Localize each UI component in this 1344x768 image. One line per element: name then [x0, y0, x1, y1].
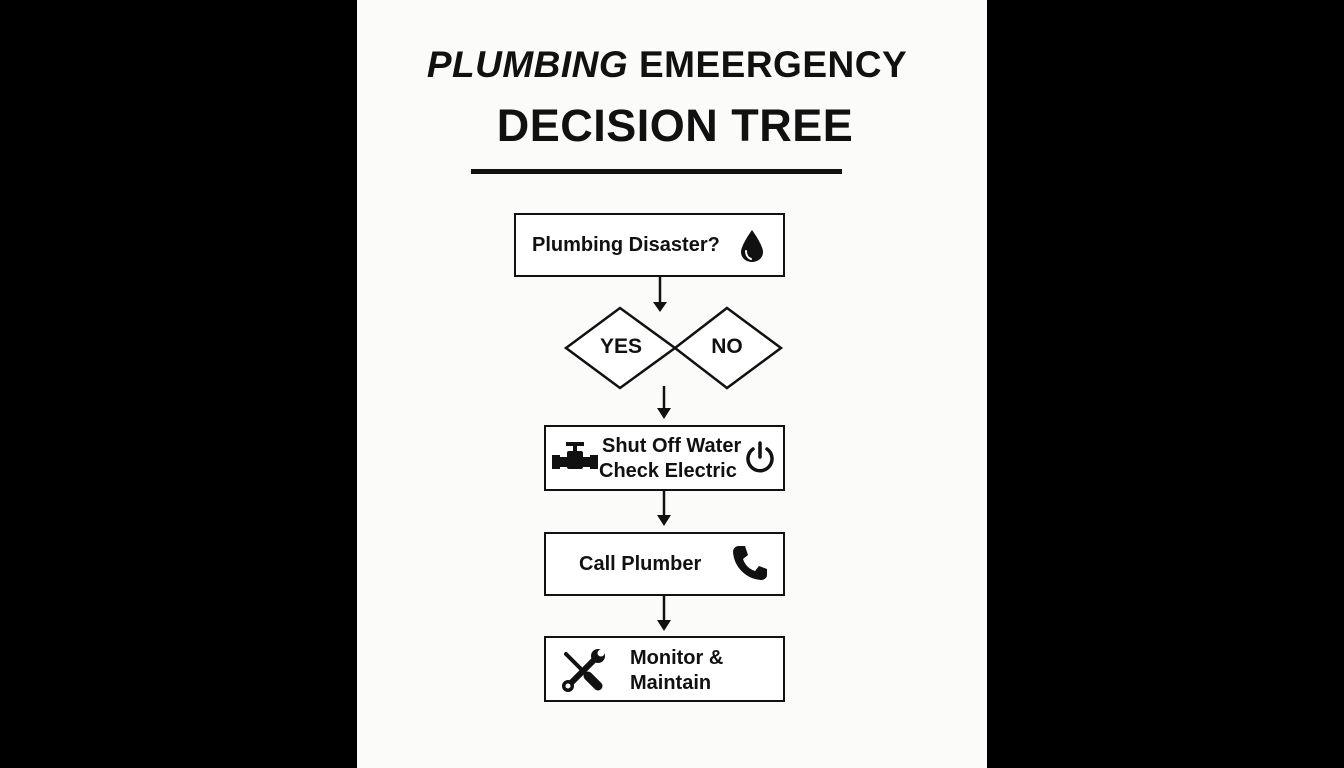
step-maintain-line2: Maintain: [630, 672, 712, 694]
step-shut-off-water: Shut Off Water Check Electric: [544, 425, 785, 491]
step-monitor-maintain: Monitor & Maintain: [544, 636, 785, 702]
step-call-plumber-label: Call Plumber: [579, 553, 702, 575]
arrowhead-4: [657, 620, 671, 631]
phone-icon: [733, 546, 767, 580]
decision-yes-label: YES: [599, 335, 643, 358]
step-shut-off-water-line1: Shut Off Water: [602, 435, 742, 457]
arrowhead-1: [653, 302, 667, 312]
start-node: Plumbing Disaster?: [514, 213, 785, 277]
arrowhead-2: [657, 408, 671, 419]
decision-yes-diamond: [563, 306, 678, 390]
step-monitor-line1: Monitor &: [630, 647, 724, 669]
arrowhead-3: [657, 515, 671, 526]
water-drop-icon: [741, 230, 763, 262]
wrench-screwdriver-icon: [562, 649, 605, 692]
power-icon: [746, 441, 774, 473]
step-call-plumber: Call Plumber: [544, 532, 785, 596]
title-line-1: PLUMBING EMEERGENCY: [357, 44, 987, 86]
title-italic-word: PLUMBING: [426, 44, 629, 85]
decision-no-label: NO: [711, 335, 743, 358]
decision-no-diamond: [672, 306, 784, 390]
title-underline: [471, 169, 842, 174]
title-rest: EMEERGENCY: [628, 44, 908, 85]
step-check-electric-line2: Check Electric: [599, 460, 737, 482]
connectors-layer: [563, 277, 784, 631]
title-line-2: DECISION TREE: [496, 100, 854, 151]
diagram-canvas: PLUMBING EMEERGENCY DECISION TREE YES NO…: [357, 0, 987, 768]
water-valve-icon: [552, 442, 598, 469]
start-node-label: Plumbing Disaster?: [532, 234, 720, 256]
